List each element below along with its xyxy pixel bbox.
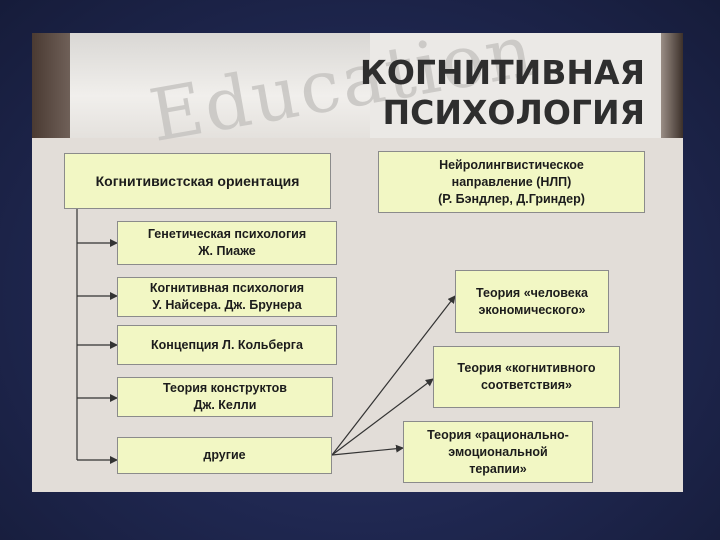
chalkboard-image: Education [70,33,540,158]
branch-genetic-box: Генетическая психология Ж. Пиаже [117,221,337,265]
arrow-rational-emotive [331,444,404,456]
theory-rational-emotive-box: Теория «рационально- эмоциональной терап… [403,421,593,483]
banner-right-edge [661,33,683,138]
arrow-cognitive-consistency [331,378,434,456]
title-banner: Education КОГНИТИВНАЯ ПСИХОЛОГИЯ [32,33,683,158]
slide-title: КОГНИТИВНАЯ ПСИХОЛОГИЯ [359,53,645,132]
nlp-box: Нейролингвистическое направление (НЛП) (… [378,151,645,213]
branch-cognitive-box: Когнитивная психология У. Найсера. Дж. Б… [117,277,337,317]
branch-kohlberg-box: Концепция Л. Кольберга [117,325,337,365]
branch-kelly-box: Теория конструктов Дж. Келли [117,377,333,417]
arrow-economic-man [331,295,456,456]
banner-left-edge [32,33,70,138]
theory-cognitive-consistency-box: Теория «когнитивного соответствия» [433,346,620,408]
theory-economic-man-box: Теория «человека экономического» [455,270,609,333]
root-box: Когнитивистская ориентация [64,153,331,209]
connector-lines [76,209,456,464]
slide: Education КОГНИТИВНАЯ ПСИХОЛОГИЯ Когнити… [32,33,683,492]
branch-other-box: другие [117,437,332,474]
